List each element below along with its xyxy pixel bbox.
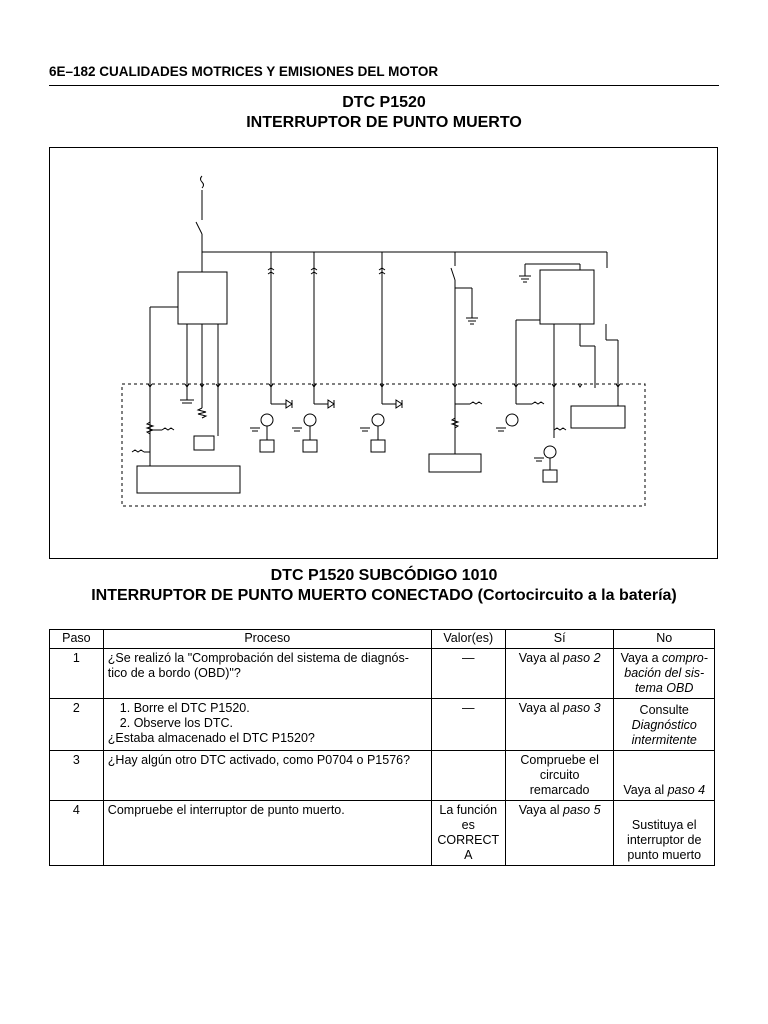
header-no: No	[613, 629, 715, 649]
yes-text: Vaya al	[518, 701, 563, 715]
step-yes: Vaya al paso 2	[504, 648, 615, 699]
yes-text: Vaya al	[518, 803, 563, 817]
title-block: DTC P1520 INTERRUPTOR DE PUNTO MUERTO	[49, 93, 719, 133]
meter-box	[136, 465, 241, 494]
transistor-1	[260, 413, 274, 427]
step-number: 1	[49, 648, 104, 699]
step-yes: Vaya al paso 3	[504, 698, 615, 751]
transistor-2	[303, 413, 317, 427]
diagnostic-table: Paso Proceso Valor(es) Sí No 1 ¿Se reali…	[49, 629, 715, 866]
yes-link: paso 2	[563, 651, 601, 665]
step-process: 1. Borre el DTC P1520. 2. Observe los DT…	[102, 698, 432, 751]
step-no: Vaya a compro-bación del sis-tema OBD	[613, 648, 715, 699]
table-row: 3 ¿Hay algún otro DTC activado, como P07…	[49, 750, 715, 801]
lamp-box-2	[259, 439, 275, 453]
no-text: Consulte	[639, 703, 689, 717]
transistor-4	[505, 413, 519, 427]
step-number: 2	[49, 698, 104, 751]
table-row: 2 1. Borre el DTC P1520. 2. Observe los …	[49, 698, 715, 751]
step-process: Compruebe el interruptor de punto muerto…	[102, 800, 432, 866]
no-link: Diagnóstico intermitente	[631, 718, 697, 747]
page-header: 6E–182 CUALIDADES MOTRICES Y EMISIONES D…	[49, 64, 439, 79]
yes-link: paso 5	[563, 803, 601, 817]
cluster-boundary	[121, 383, 646, 507]
subtitle-line-1: DTC P1520 SUBCÓDIGO 1010	[270, 567, 498, 584]
subtitle-block: DTC P1520 SUBCÓDIGO 1010 INTERRUPTOR DE …	[30, 566, 738, 606]
step-value: La función es CORRECT A	[430, 800, 506, 866]
no-text: Vaya al	[623, 783, 668, 797]
step-value: —	[430, 698, 506, 751]
title-line-1: DTC P1520	[342, 94, 426, 111]
yes-link: paso 3	[563, 701, 601, 715]
step-value: —	[430, 648, 506, 699]
wiring-diagram-svg	[121, 175, 646, 507]
step-yes: Compruebe el circuito remarcado	[504, 750, 615, 801]
step-no: Consulte Diagnóstico intermitente	[613, 698, 715, 751]
table-header-row: Paso Proceso Valor(es) Sí No	[49, 629, 715, 649]
subtitle-main: INTERRUPTOR DE PUNTO MUERTO CONECTADO	[91, 587, 478, 604]
lamp-box-5	[542, 469, 558, 483]
lamp-box-3	[302, 439, 318, 453]
transistor-5	[543, 445, 557, 459]
header-si: Sí	[504, 629, 615, 649]
no-link: compro-bación del sis-tema OBD	[624, 651, 708, 695]
subtitle-line-2: INTERRUPTOR DE PUNTO MUERTO CONECTADO (C…	[30, 586, 738, 606]
subtitle-paren: (Cortocircuito a la batería)	[477, 587, 677, 604]
step-sub-2: 2. Observe los DTC.	[119, 716, 234, 730]
step-value	[430, 750, 506, 801]
no-text: Vaya a	[620, 651, 663, 665]
step-sub-1: 1. Borre el DTC P1520.	[119, 701, 250, 715]
step-process: ¿Hay algún otro DTC activado, como P0704…	[102, 750, 432, 801]
lamp-box-4	[370, 439, 386, 453]
header-paso: Paso	[49, 629, 104, 649]
fuse-symbol	[200, 175, 204, 189]
step-no: Sustituya el interruptor de punto muerto	[613, 800, 715, 866]
sensor-box	[570, 405, 626, 429]
yes-text: Vaya al	[518, 651, 563, 665]
control-module-right	[539, 269, 595, 325]
table-row: 4 Compruebe el interruptor de punto muer…	[49, 800, 715, 866]
table-row: 1 ¿Se realizó la "Comprobación del siste…	[49, 648, 715, 699]
header-valores: Valor(es)	[430, 629, 506, 649]
header-proceso: Proceso	[102, 629, 432, 649]
title-line-2: INTERRUPTOR DE PUNTO MUERTO	[246, 114, 522, 131]
step-process: ¿Se realizó la "Comprobación del sistema…	[102, 648, 432, 699]
step-number: 3	[49, 750, 104, 801]
transistor-3	[371, 413, 385, 427]
control-module-left	[177, 271, 228, 325]
step-question: ¿Estaba almacenado el DTC P1520?	[107, 731, 315, 745]
lamp-box-1	[193, 435, 215, 451]
no-link: paso 4	[667, 783, 706, 797]
step-yes: Vaya al paso 5	[504, 800, 615, 866]
indicator-box	[428, 453, 482, 473]
wiring-diagram	[49, 147, 718, 559]
step-no: Vaya al paso 4	[613, 750, 715, 801]
step-number: 4	[49, 800, 104, 866]
header-rule	[49, 85, 719, 86]
